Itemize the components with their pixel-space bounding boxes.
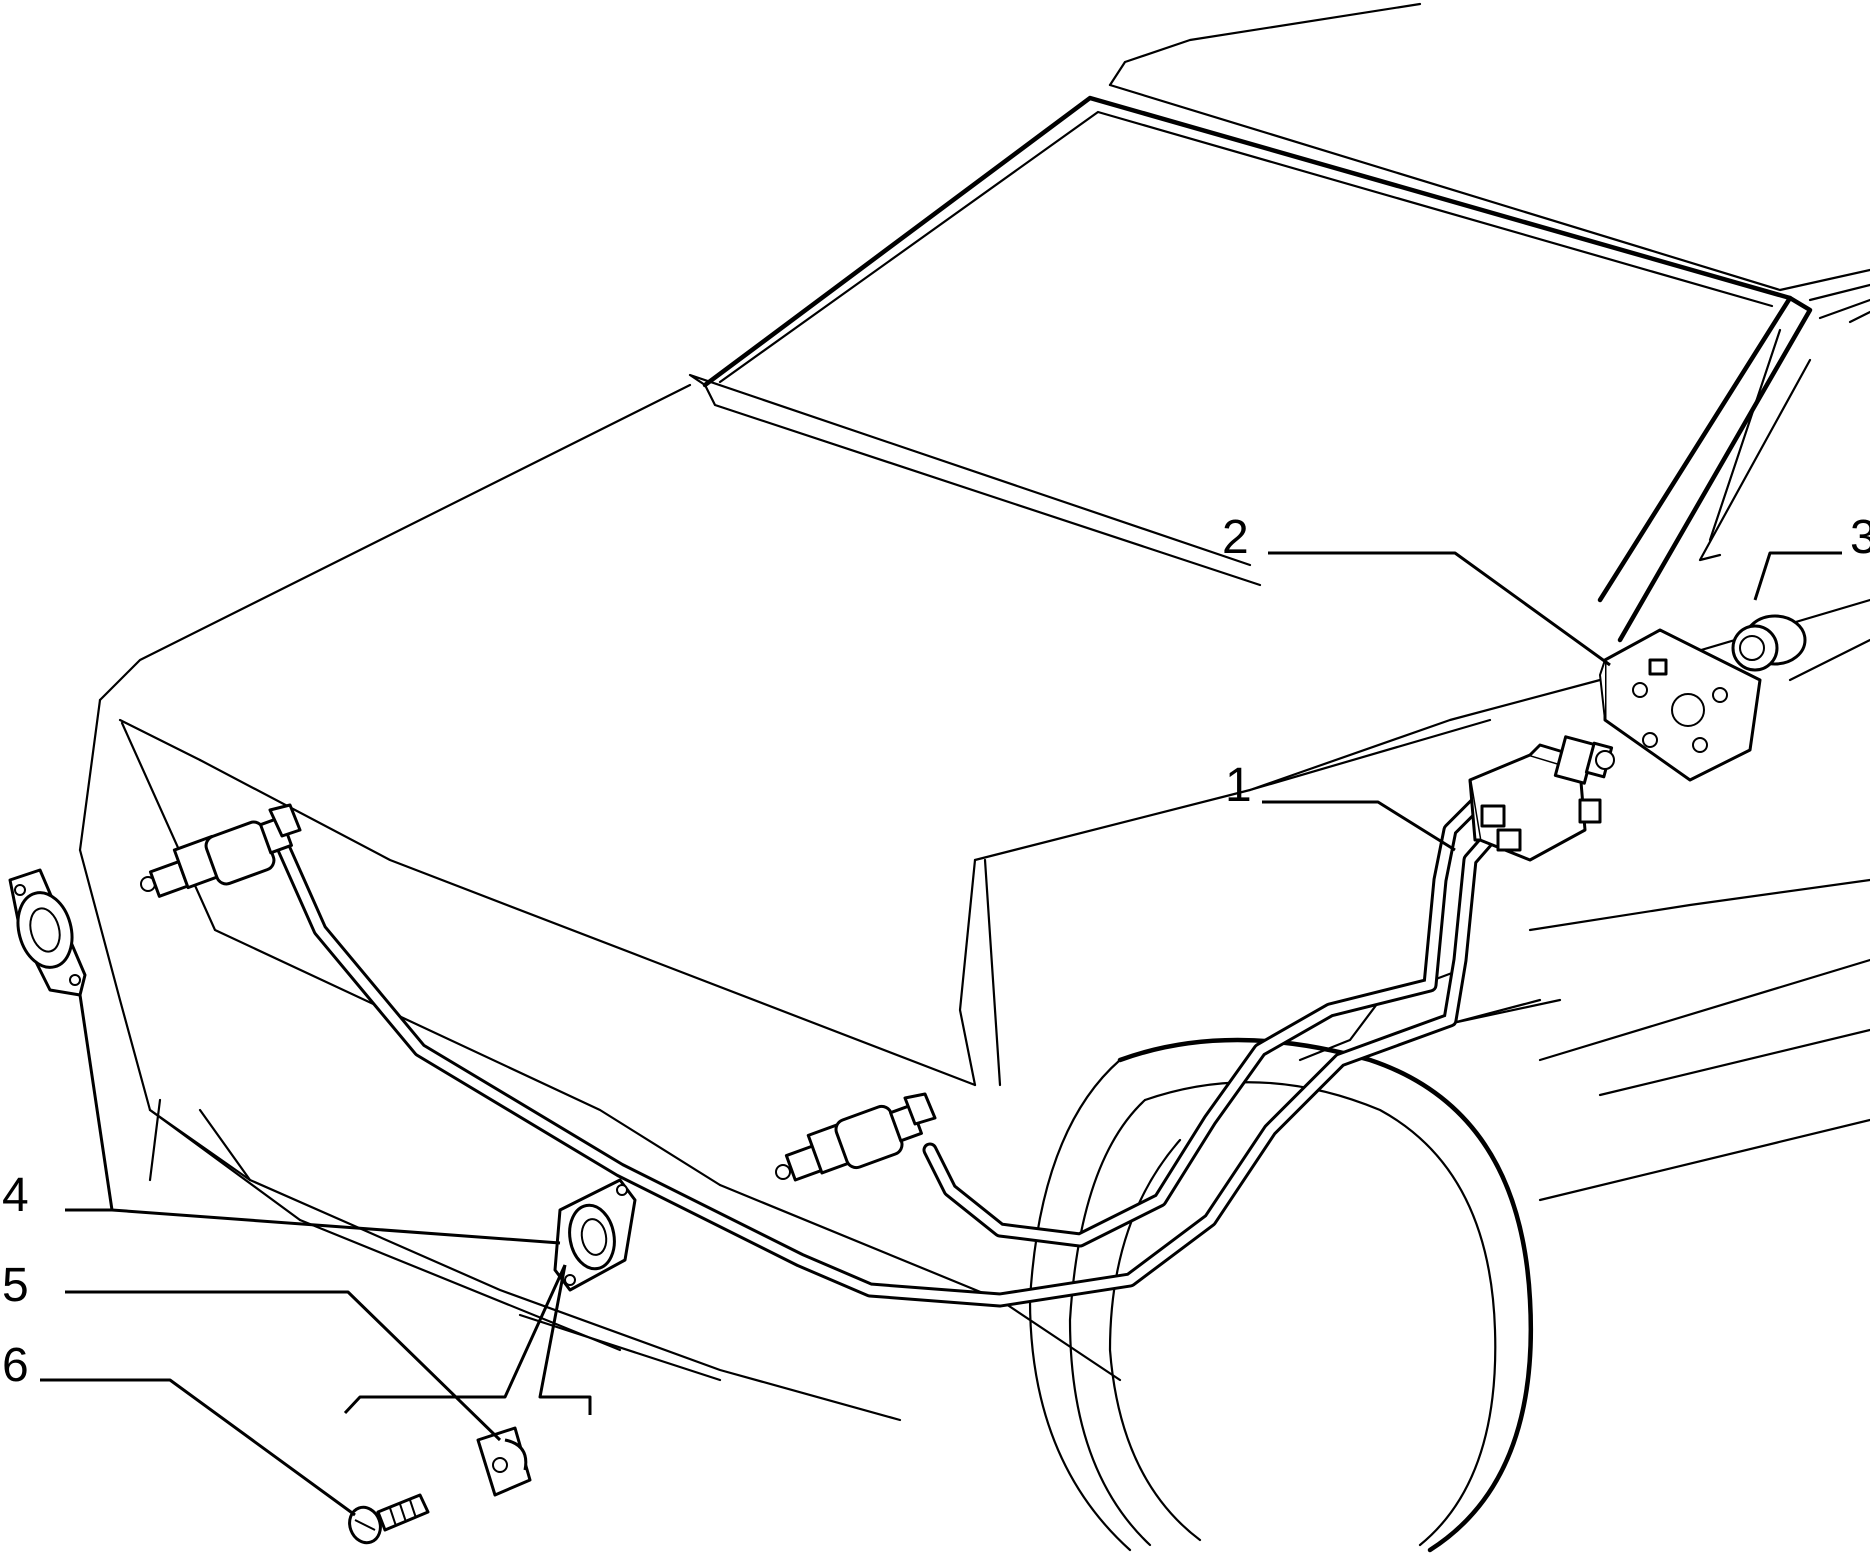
callout-4: 4 bbox=[2, 1169, 29, 1222]
hose-clip bbox=[476, 1426, 532, 1497]
nozzle-gasket-right bbox=[553, 1178, 637, 1292]
screw bbox=[348, 1493, 430, 1545]
callout-3: 3 bbox=[1850, 511, 1870, 564]
mounting-plate bbox=[1598, 628, 1762, 782]
front-wheel bbox=[1028, 968, 1562, 1553]
callout-5: 5 bbox=[2, 1259, 29, 1312]
washer-pump-valve bbox=[1468, 735, 1615, 862]
right-washer-nozzle bbox=[775, 1092, 937, 1182]
callout-2: 2 bbox=[1222, 511, 1249, 564]
callout-6: 6 bbox=[2, 1339, 29, 1392]
left-washer-nozzle bbox=[140, 803, 302, 898]
grommet bbox=[1731, 614, 1807, 672]
nozzle-gasket-left bbox=[8, 868, 87, 997]
leader-lines bbox=[40, 551, 1842, 1517]
washer-hose-assembly bbox=[272, 792, 1513, 1308]
callout-1: 1 bbox=[1225, 759, 1252, 812]
